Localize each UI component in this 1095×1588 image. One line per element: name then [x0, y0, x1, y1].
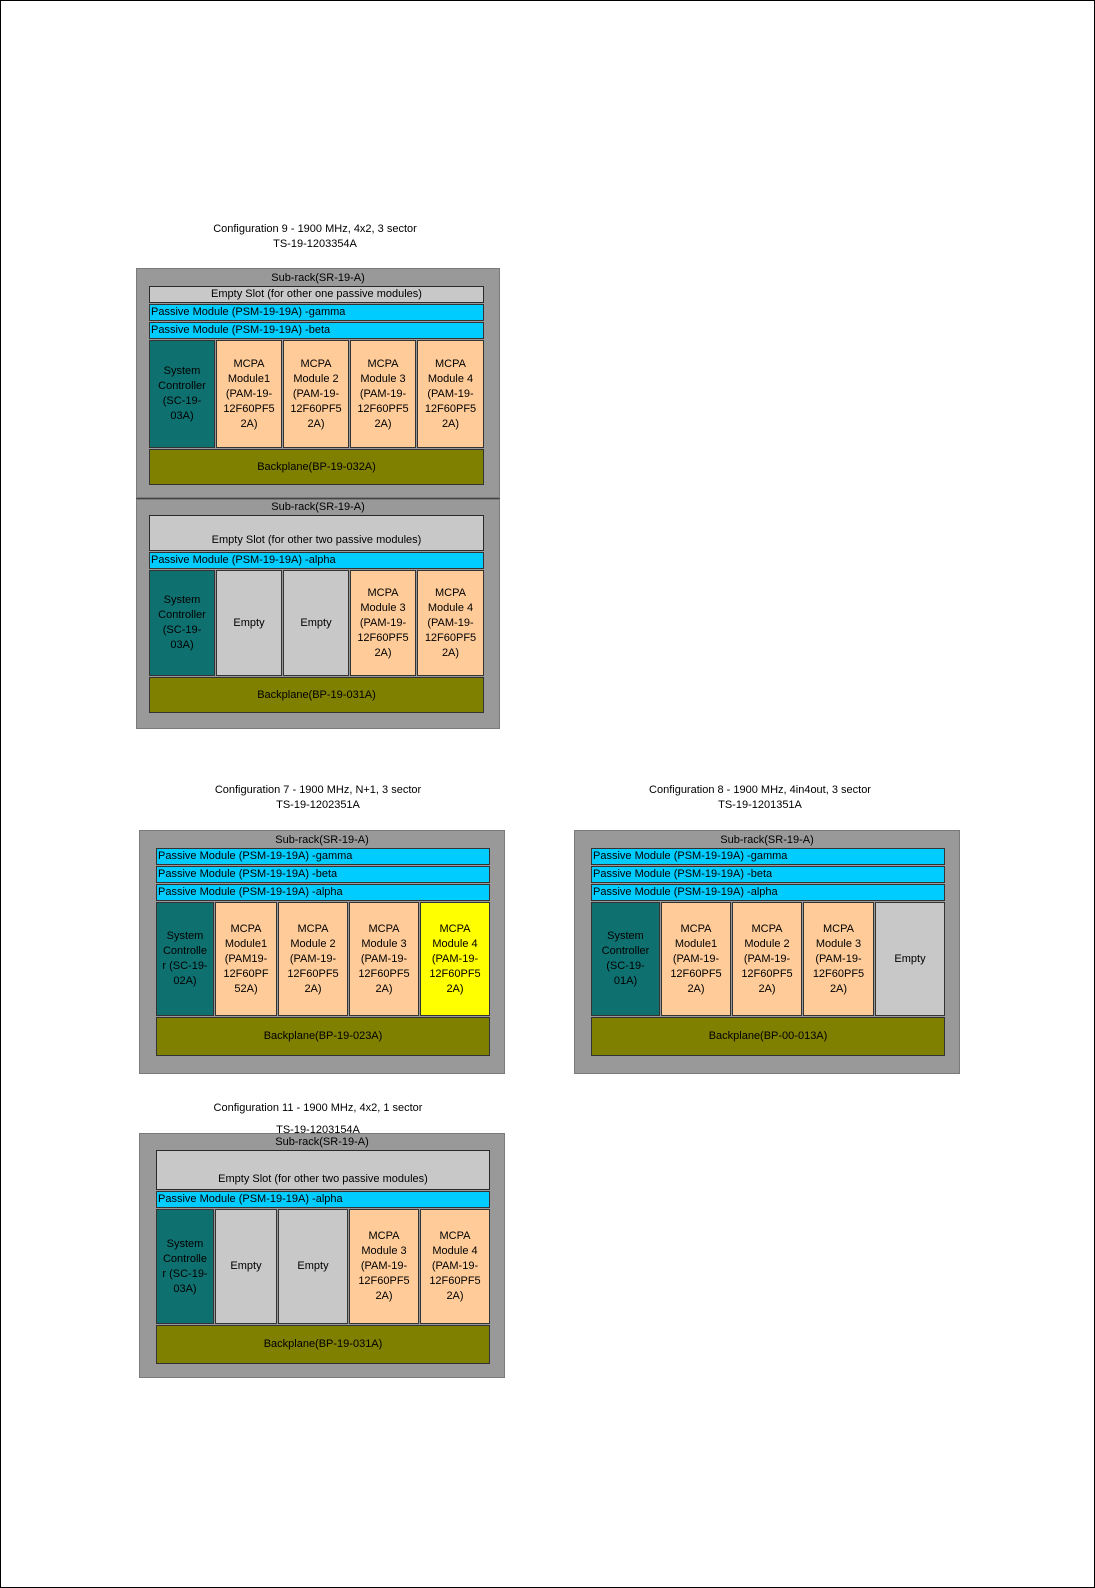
config-9-rack-1: Sub-rack(SR-19-A) Empty Slot (for other …: [136, 268, 500, 498]
passive-module-gamma: Passive Module (PSM-19-19A) -gamma: [149, 304, 484, 321]
mcpa-module-3-slot: MCPA Module 3 (PAM-19- 12F60PF5 2A): [349, 1209, 419, 1324]
mcpa-module-2-slot: MCPA Module 2 (PAM-19- 12F60PF5 2A): [283, 340, 349, 448]
passive-module-alpha: Passive Module (PSM-19-19A) -alpha: [156, 1191, 490, 1208]
backplane-row: Backplane(BP-19-023A): [156, 1017, 490, 1056]
empty-module-slot: Empty: [215, 1209, 277, 1324]
config-title: Configuration 11 - 1900 MHz, 4x2, 1 sect…: [213, 1102, 423, 1114]
mcpa-module-3-slot: MCPA Module 3 (PAM-19- 12F60PF5 2A): [350, 340, 416, 448]
config-9-title-block: Configuration 9 - 1900 MHz, 4x2, 3 secto…: [165, 222, 465, 252]
empty-module-slot: Empty: [216, 570, 282, 676]
config-title: Configuration 8 - 1900 MHz, 4in4out, 3 s…: [649, 784, 871, 796]
passive-module-beta: Passive Module (PSM-19-19A) -beta: [156, 866, 490, 883]
mcpa-module-4-slot: MCPA Module 4 (PAM-19- 12F60PF5 2A): [420, 1209, 490, 1324]
config-11-rack: Sub-rack(SR-19-A) Empty Slot (for other …: [139, 1133, 505, 1378]
config-part-number: TS-19-1201351A: [718, 799, 802, 811]
mcpa-module-1-slot: MCPA Module1 (PAM-19- 12F60PF5 2A): [216, 340, 282, 448]
empty-module-slot: Empty: [278, 1209, 348, 1324]
subrack-label: Sub-rack(SR-19-A): [271, 272, 365, 284]
config-title: Configuration 7 - 1900 MHz, N+1, 3 secto…: [214, 784, 422, 796]
subrack-label: Sub-rack(SR-19-A): [271, 501, 365, 513]
passive-module-alpha: Passive Module (PSM-19-19A) -alpha: [591, 884, 945, 901]
subrack-label: Sub-rack(SR-19-A): [720, 834, 814, 846]
rack-divider-line: [136, 498, 500, 499]
empty-slot-row: Empty Slot (for other two passive module…: [149, 515, 484, 551]
mcpa-module-4-slot: MCPA Module 4 (PAM-19- 12F60PF5 2A): [417, 570, 484, 676]
config-7-rack: Sub-rack(SR-19-A) Passive Module (PSM-19…: [139, 830, 505, 1074]
empty-slot-row: Empty Slot (for other one passive module…: [149, 286, 484, 303]
mcpa-module-1-slot: MCPA Module1 (PAM-19- 12F60PF5 2A): [661, 902, 731, 1016]
passive-module-alpha: Passive Module (PSM-19-19A) -alpha: [149, 552, 484, 569]
backplane-row: Backplane(BP-19-032A): [149, 449, 484, 485]
mcpa-module-4-slot: MCPA Module 4 (PAM-19- 12F60PF5 2A): [417, 340, 484, 448]
passive-module-beta: Passive Module (PSM-19-19A) -beta: [149, 322, 484, 339]
subrack-label: Sub-rack(SR-19-A): [275, 1136, 369, 1148]
config-8-rack: Sub-rack(SR-19-A) Passive Module (PSM-19…: [574, 830, 960, 1074]
backplane-row: Backplane(BP-00-013A): [591, 1017, 945, 1056]
passive-module-gamma: Passive Module (PSM-19-19A) -gamma: [591, 848, 945, 865]
mcpa-module-2-slot: MCPA Module 2 (PAM-19- 12F60PF5 2A): [732, 902, 802, 1016]
backplane-row: Backplane(BP-19-031A): [156, 1325, 490, 1364]
mcpa-module-2-slot: MCPA Module 2 (PAM-19- 12F60PF5 2A): [278, 902, 348, 1016]
config-7-title-block: Configuration 7 - 1900 MHz, N+1, 3 secto…: [168, 783, 468, 813]
mcpa-module-1-slot: MCPA Module1 (PAM19- 12F60PF 52A): [215, 902, 277, 1016]
mcpa-module-4-slot-highlighted: MCPA Module 4 (PAM-19- 12F60PF5 2A): [420, 902, 490, 1016]
passive-module-alpha: Passive Module (PSM-19-19A) -alpha: [156, 884, 490, 901]
config-part-number: TS-19-1203354A: [273, 238, 357, 250]
mcpa-module-3-slot: MCPA Module 3 (PAM-19- 12F60PF5 2A): [350, 570, 416, 676]
subrack-label: Sub-rack(SR-19-A): [275, 834, 369, 846]
config-title: Configuration 9 - 1900 MHz, 4x2, 3 secto…: [213, 223, 417, 235]
empty-slot-row: Empty Slot (for other two passive module…: [156, 1150, 490, 1190]
system-controller-slot: System Controller (SC-19- 01A): [591, 902, 660, 1016]
system-controller-slot: System Controlle r (SC-19- 02A): [156, 902, 214, 1016]
system-controller-slot: System Controlle r (SC-19- 03A): [156, 1209, 214, 1324]
empty-module-slot: Empty: [283, 570, 349, 676]
config-part-number: TS-19-1202351A: [276, 799, 360, 811]
config-8-title-block: Configuration 8 - 1900 MHz, 4in4out, 3 s…: [610, 783, 910, 813]
mcpa-module-3-slot: MCPA Module 3 (PAM-19- 12F60PF5 2A): [803, 902, 874, 1016]
passive-module-gamma: Passive Module (PSM-19-19A) -gamma: [156, 848, 490, 865]
backplane-row: Backplane(BP-19-031A): [149, 677, 484, 713]
system-controller-slot: System Controller (SC-19- 03A): [149, 340, 215, 448]
system-controller-slot: System Controller (SC-19- 03A): [149, 570, 215, 676]
mcpa-module-3-slot: MCPA Module 3 (PAM-19- 12F60PF5 2A): [349, 902, 419, 1016]
passive-module-beta: Passive Module (PSM-19-19A) -beta: [591, 866, 945, 883]
empty-module-slot: Empty: [875, 902, 945, 1016]
config-9-rack-2: Sub-rack(SR-19-A) Empty Slot (for other …: [136, 499, 500, 729]
